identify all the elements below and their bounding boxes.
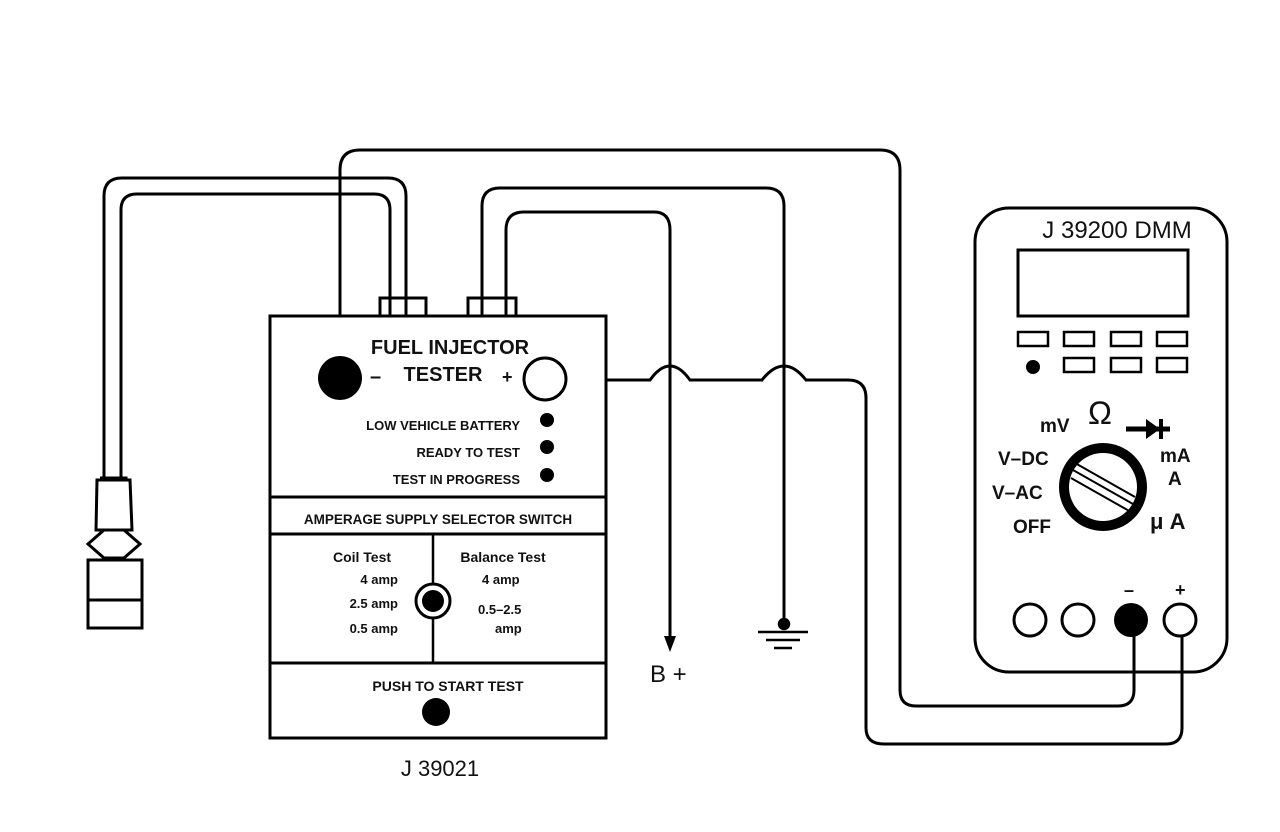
dmm-label-ua: μ A [1150, 509, 1186, 534]
dmm-label-off: OFF [1013, 517, 1051, 538]
dmm-jack-positive[interactable] [1162, 602, 1198, 638]
tester-negative-terminal[interactable] [318, 356, 362, 400]
dmm-button[interactable] [1155, 330, 1189, 348]
dmm-jack-positive-label: + [1175, 580, 1186, 600]
balance-option-4amp: 4 amp [482, 572, 520, 587]
dmm-button[interactable] [1062, 330, 1096, 348]
balance-option-range: 0.5–2.5 [478, 602, 521, 617]
tester-title-line1: FUEL INJECTOR [371, 337, 530, 359]
tester-negative-label: – [370, 366, 381, 388]
coil-option-4amp: 4 amp [360, 572, 398, 587]
dmm-buttons [1016, 330, 1189, 374]
wire-battery [504, 210, 672, 640]
indicator-low-battery-label: LOW VEHICLE BATTERY [366, 418, 520, 433]
dmm-display [1016, 248, 1190, 318]
dmm-label-ma: mA [1160, 446, 1191, 467]
indicator-ready-label: READY TO TEST [416, 445, 520, 460]
indicator-in-progress-label: TEST IN PROGRESS [393, 472, 520, 487]
diode-icon [1126, 419, 1170, 439]
dmm-jack-negative[interactable] [1114, 603, 1148, 637]
indicator-in-progress-led [540, 468, 554, 482]
tester-positive-label: + [502, 367, 513, 387]
wire-tester-pos-to-dmm-pos [566, 364, 1184, 746]
coil-test-title: Coil Test [333, 549, 391, 565]
ground-symbol [758, 617, 808, 650]
tester-model-label: J 39021 [401, 756, 479, 781]
dmm-jack-1[interactable] [1012, 602, 1048, 638]
balance-option-range-unit: amp [495, 621, 522, 636]
dmm-button[interactable] [1109, 330, 1143, 348]
battery-label: B + [650, 661, 687, 688]
dmm-button[interactable] [1016, 330, 1050, 348]
injector-connector [85, 176, 408, 630]
balance-test-title: Balance Test [460, 549, 546, 565]
tester-port-right [466, 296, 518, 318]
coil-option-2-5amp: 2.5 amp [350, 596, 398, 611]
coil-option-0-5amp: 0.5 amp [350, 621, 398, 636]
dmm-button[interactable] [1062, 356, 1096, 374]
dmm-button[interactable] [1155, 356, 1189, 374]
tester-port-left [378, 296, 428, 318]
tester-title-line2: TESTER [404, 364, 483, 386]
dmm-jack-negative-label: – [1124, 580, 1134, 600]
dmm-label-a: A [1168, 469, 1182, 490]
push-to-start-label: PUSH TO START TEST [372, 678, 524, 694]
dmm-button[interactable] [1109, 356, 1143, 374]
dmm-label-ohm: Ω [1088, 395, 1112, 431]
battery-arrow [664, 636, 676, 652]
dmm-jack-2[interactable] [1060, 602, 1096, 638]
dmm-power-dot [1026, 360, 1040, 374]
selector-heading: AMPERAGE SUPPLY SELECTOR SWITCH [304, 512, 572, 527]
dmm-title: J 39200 DMM [1042, 217, 1191, 244]
wire-tester-neg-to-dmm-neg [338, 148, 1136, 708]
dmm-label-vdc: V–DC [998, 449, 1049, 470]
tester-positive-terminal[interactable] [522, 356, 568, 402]
wire-ground [480, 186, 786, 624]
dmm-rotary-dial[interactable] [1059, 443, 1147, 531]
port-wire-stubs [388, 298, 508, 316]
dmm-label-vac: V–AC [992, 483, 1043, 504]
dmm-housing [973, 206, 1229, 674]
indicator-low-battery-led [540, 413, 554, 427]
indicator-ready-led [540, 440, 554, 454]
amperage-selector-knob[interactable] [414, 582, 452, 620]
push-to-start-button[interactable] [422, 698, 450, 726]
dmm-label-mv: mV [1040, 416, 1070, 437]
